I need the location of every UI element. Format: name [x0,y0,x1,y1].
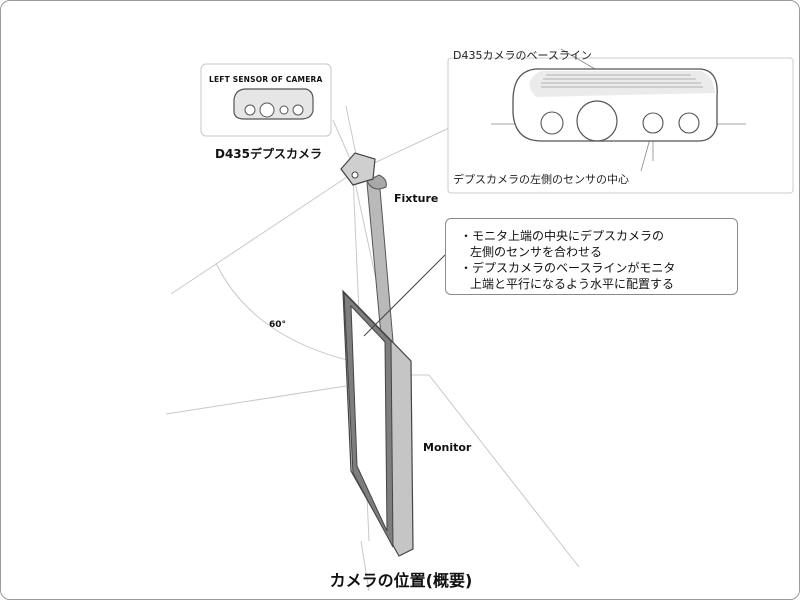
instruction-note-box: ・モニタ上端の中央にデプスカメラの 左側のセンサを合わせる ・デプスカメラのベー… [445,218,738,295]
angle-label: 60° [269,320,287,330]
inset-leader-b [345,105,358,160]
note-line: 上端と平行になるよう水平に配置する [470,277,675,291]
fixture-label: Fixture [394,192,439,205]
detail-inset [447,48,794,194]
depth-camera [340,152,376,186]
baseline-label: D435カメラのベースライン [453,49,592,62]
floor-line-front [360,540,370,592]
figure-caption: カメラの位置(概要) [329,571,473,590]
camera-name-label: D435デプスカメラ [215,147,323,161]
fov-angle-arc [215,262,352,362]
floor-line-left [165,385,347,415]
note-line: ・モニタ上端の中央にデプスカメラの [460,229,665,243]
camera-inset-box [200,63,332,137]
floor-line-right [428,374,580,568]
monitor-label: Monitor [423,441,472,454]
inset-camera-label: LEFT SENSOR OF CAMERA [209,75,323,84]
sensor-center-label: デプスカメラの左側のセンサの中心 [453,173,629,186]
note-line: ・デプスカメラのベースラインがモニタ [460,261,676,275]
monitor [342,289,414,557]
note-pointer [363,254,446,337]
fov-upper-line [170,172,354,295]
inset-leader-a [332,119,352,162]
note-line: 左側のセンサを合わせる [470,245,603,259]
